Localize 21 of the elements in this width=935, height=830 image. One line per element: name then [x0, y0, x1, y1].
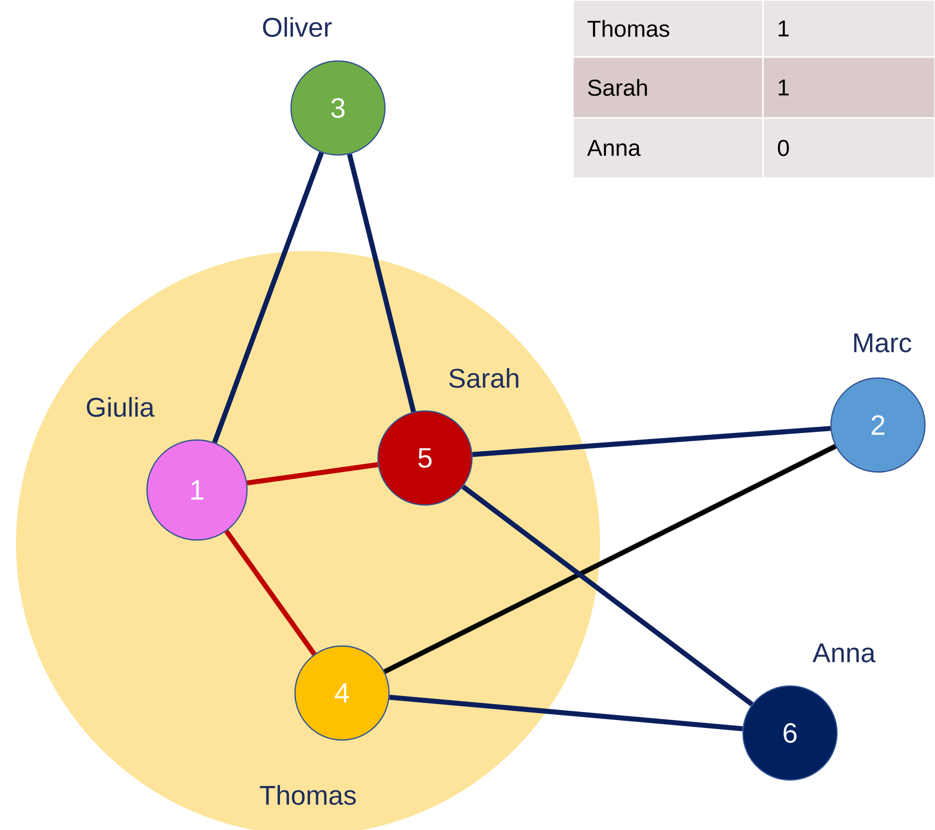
- table-cell: Anna: [572, 117, 764, 179]
- name-label: Oliver: [263, 17, 332, 37]
- connector-line: [224, 530, 316, 656]
- table-cell: Sarah: [572, 56, 764, 119]
- name-label: Anna: [812, 644, 876, 662]
- connector-line: [472, 426, 831, 458]
- connector-line: [383, 444, 837, 674]
- connector-line: [212, 152, 324, 444]
- table-cell: Thomas: [572, 0, 764, 58]
- connector-line: [246, 462, 378, 486]
- table-cell: 0: [762, 117, 935, 179]
- connector-line: [347, 154, 416, 412]
- table-cell: 1: [762, 0, 935, 58]
- name-label: Sarah: [449, 368, 518, 388]
- table-cell: 1: [762, 56, 935, 119]
- connector-line: [462, 484, 754, 706]
- name-label: Thomas: [260, 785, 356, 805]
- name-label: Marc: [854, 334, 912, 352]
- shaded-area: [16, 250, 600, 830]
- name-label: Giulia: [86, 397, 155, 417]
- connector-line: [389, 694, 743, 732]
